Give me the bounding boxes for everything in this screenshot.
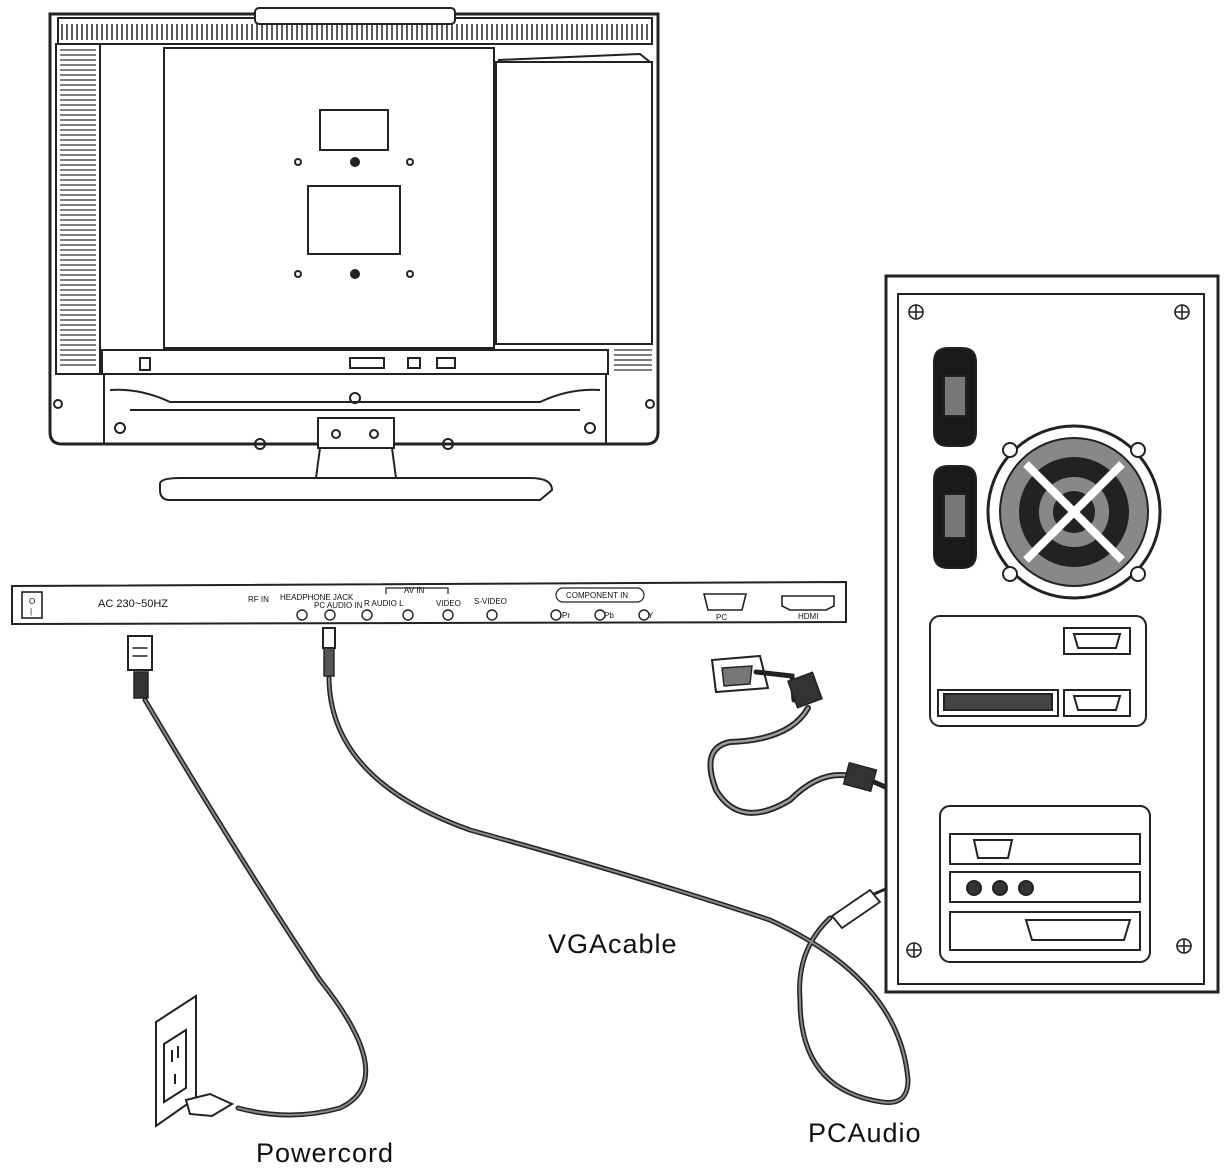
video-label: VIDEO <box>436 599 461 608</box>
vga-cable-label: VGAcable <box>548 929 678 959</box>
hdmi-port <box>781 595 835 611</box>
y-label: Y <box>648 611 654 620</box>
pb-label: Pb <box>604 611 614 620</box>
pc-audio-label: PCAudio <box>808 1118 922 1148</box>
av-in-label: AV IN <box>404 586 425 595</box>
panel-round-jacks <box>296 609 650 621</box>
audio-cable <box>322 627 911 1106</box>
component-frame <box>555 587 645 603</box>
pc-label: PC <box>716 613 727 622</box>
rf-label: RF IN <box>248 595 269 604</box>
pc-vga-port <box>702 593 748 611</box>
cables <box>127 627 978 1118</box>
power-cord-label: Powercord <box>256 1138 394 1168</box>
svg-text:O: O <box>29 597 35 606</box>
audio-label: R AUDIO L <box>364 599 404 608</box>
ac-label: AC 230~50HZ <box>98 598 168 610</box>
tv-rear-view <box>48 7 660 501</box>
case-screws <box>906 304 1192 958</box>
pr-label: Pr <box>562 611 570 620</box>
tv-left-vents <box>60 49 96 366</box>
svideo-label: S-VIDEO <box>474 597 507 606</box>
component-label: COMPONENT IN <box>566 591 628 600</box>
pc-audio-in-label: PC AUDIO IN <box>314 601 363 610</box>
computer-case <box>884 274 1220 994</box>
audio-plug <box>830 888 882 930</box>
svg-text:|: | <box>30 607 32 616</box>
tv-connection-panel: O | AC 230~50HZ RF IN HEADPHONE JACK PC … <box>11 580 847 626</box>
tv-top-vents <box>61 24 648 40</box>
wall-outlet <box>155 994 235 1128</box>
fan-grille <box>986 424 1162 600</box>
case-parallel-port <box>1024 919 1132 941</box>
hdmi-label: HDMI <box>798 612 818 621</box>
case-vga-port <box>972 839 1014 859</box>
power-cord <box>127 635 369 1118</box>
headphone-label: HEADPHONE JACK <box>280 593 354 602</box>
tv-right-vents <box>614 349 652 371</box>
power-switch <box>21 591 43 619</box>
